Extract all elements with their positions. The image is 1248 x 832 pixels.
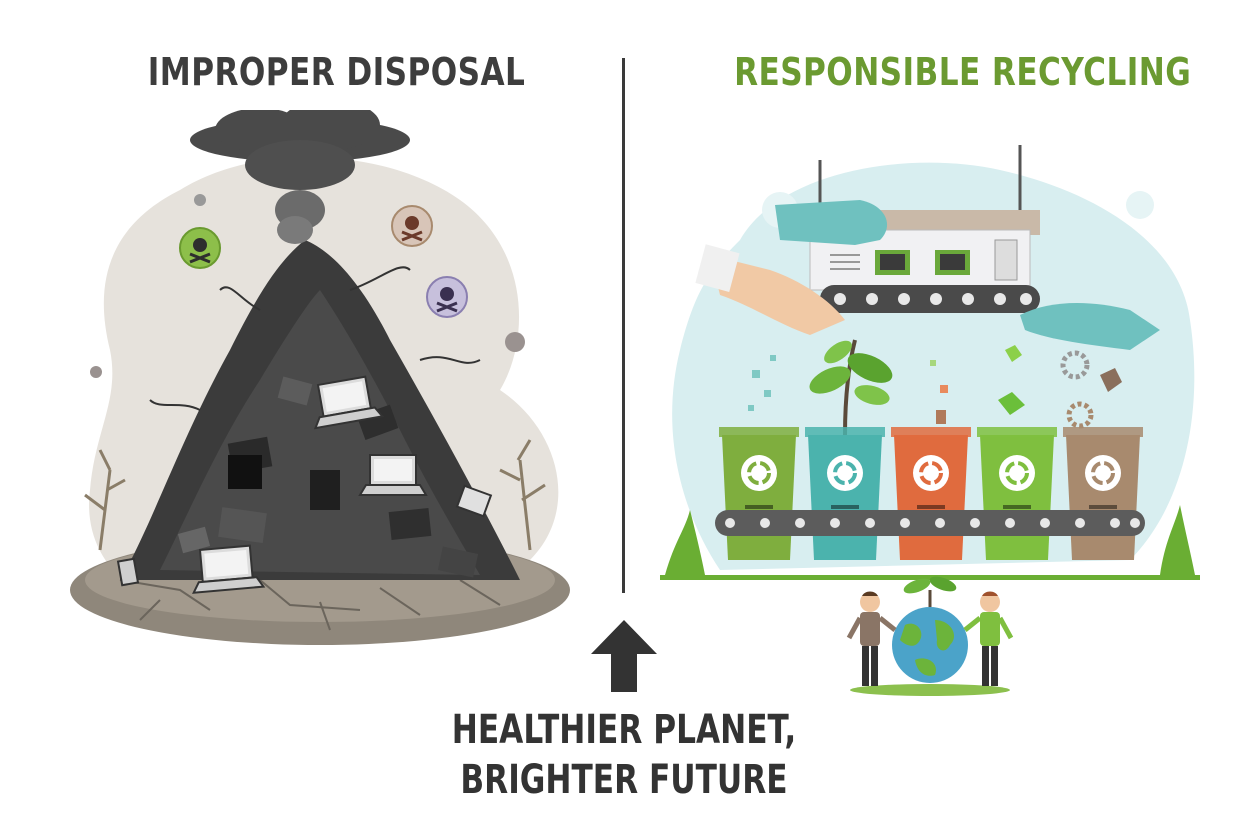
- recycling-bin: [977, 427, 1057, 560]
- recycling-bin: [1063, 427, 1143, 560]
- conveyor-belt-top: [820, 285, 1040, 313]
- caption-line-1: HEALTHIER PLANET,: [451, 707, 797, 753]
- center-divider: [622, 58, 625, 593]
- recycle-icon: [827, 455, 863, 491]
- conveyor-belt-bottom: [715, 510, 1145, 536]
- arrow-up-icon: [591, 620, 657, 692]
- skull-crossbones-icon: [426, 276, 468, 318]
- hand-left: [695, 244, 845, 335]
- skull-crossbones-icon: [391, 205, 433, 247]
- improper-disposal-title: IMPROPER DISPOSAL: [147, 50, 526, 94]
- caption-line-2: BRIGHTER FUTURE: [460, 757, 788, 803]
- dead-plant-right: [499, 439, 546, 551]
- recycling-bins: [719, 427, 1143, 560]
- gloved-hand-right: [1020, 303, 1160, 350]
- material-particles: [748, 345, 1122, 429]
- recycling-plant-illustration: [660, 145, 1200, 696]
- recycle-icon: [741, 455, 777, 491]
- dead-plant-left: [84, 449, 126, 551]
- pollution-cloud: [190, 110, 410, 244]
- recycling-bin: [719, 427, 799, 560]
- people-with-globe: [846, 576, 1014, 696]
- sprout-plant: [809, 339, 893, 436]
- recycle-icon: [999, 455, 1035, 491]
- electronics-pile: [116, 240, 520, 594]
- ewaste-pile-illustration: [70, 110, 570, 645]
- skull-crossbones-icon: [179, 227, 221, 269]
- recycle-icon: [913, 455, 949, 491]
- recycling-bin: [891, 427, 971, 560]
- grass: [660, 505, 1200, 580]
- gloved-hand-top: [775, 200, 888, 245]
- recycling-bin: [805, 427, 885, 560]
- recycle-icon: [1085, 455, 1121, 491]
- responsible-recycling-title: RESPONSIBLE RECYCLING: [734, 50, 1192, 94]
